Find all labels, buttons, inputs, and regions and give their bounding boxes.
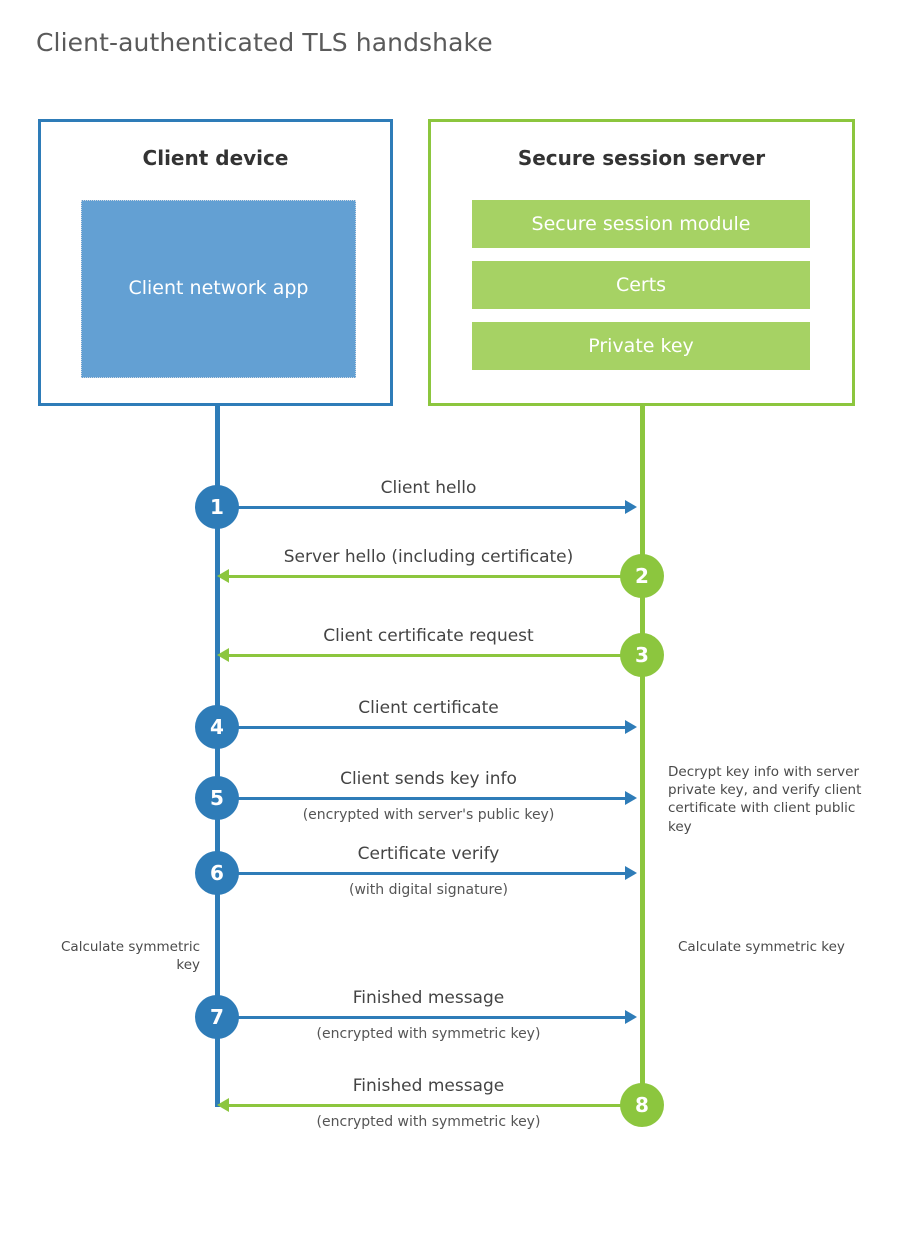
- message-label-2: Server hello (including certificate): [283, 547, 574, 567]
- arrow-line-5: [217, 797, 625, 800]
- message-label-6: Certificate verify: [357, 844, 500, 864]
- annotation-server-decrypt: Decrypt key info with server private key…: [668, 764, 862, 835]
- arrow-line-6: [217, 872, 625, 875]
- arrow-head-4: [625, 720, 637, 734]
- arrow-head-1: [625, 500, 637, 514]
- step-circle-1[interactable]: 1: [195, 485, 239, 529]
- secure-session-server-title: Secure session server: [517, 146, 766, 170]
- message-sublabel-7: (encrypted with symmetric key): [316, 1026, 541, 1042]
- annotation-client-calculate-symmetric-key: Calculate symmetric key: [61, 939, 200, 974]
- secure-session-server-box: Secure session server Secure session mod…: [428, 119, 855, 406]
- step-circle-4[interactable]: 4: [195, 705, 239, 749]
- arrow-head-3: [217, 648, 229, 662]
- arrow-head-2: [217, 569, 229, 583]
- page-title: Client-authenticated TLS handshake: [36, 28, 493, 57]
- client-device-box: Client device Client network app: [38, 119, 393, 406]
- server-block-secure-session-module: Secure session module: [472, 200, 810, 248]
- client-network-app-block: Client network app: [81, 200, 356, 378]
- message-label-5: Client sends key info: [340, 769, 517, 789]
- arrow-head-7: [625, 1010, 637, 1024]
- step-circle-6[interactable]: 6: [195, 851, 239, 895]
- server-block-certs: Certs: [472, 261, 810, 309]
- step-circle-5[interactable]: 5: [195, 776, 239, 820]
- message-label-1: Client hello: [380, 478, 477, 498]
- server-block-private-key: Private key: [472, 322, 810, 370]
- arrow-line-1: [217, 506, 625, 509]
- client-device-title: Client device: [142, 146, 289, 170]
- arrow-line-4: [217, 726, 625, 729]
- arrow-head-6: [625, 866, 637, 880]
- message-sublabel-6: (with digital signature): [349, 882, 508, 898]
- message-label-8: Finished message: [352, 1076, 505, 1096]
- step-circle-8[interactable]: 8: [620, 1083, 664, 1127]
- message-label-4: Client certificate: [358, 698, 499, 718]
- arrow-line-7: [217, 1016, 625, 1019]
- message-label-7: Finished message: [352, 988, 505, 1008]
- arrow-line-3: [229, 654, 642, 657]
- arrow-line-8: [229, 1104, 642, 1107]
- step-circle-2[interactable]: 2: [620, 554, 664, 598]
- message-sublabel-5: (encrypted with server's public key): [302, 807, 555, 823]
- client-lifeline: [215, 404, 220, 1107]
- message-label-3: Client certificate request: [323, 626, 534, 646]
- step-circle-3[interactable]: 3: [620, 633, 664, 677]
- server-lifeline: [640, 404, 645, 1107]
- annotation-server-calculate-symmetric-key: Calculate symmetric key: [678, 939, 845, 955]
- message-sublabel-8: (encrypted with symmetric key): [316, 1114, 541, 1130]
- arrow-line-2: [229, 575, 642, 578]
- arrow-head-5: [625, 791, 637, 805]
- step-circle-7[interactable]: 7: [195, 995, 239, 1039]
- arrow-head-8: [217, 1098, 229, 1112]
